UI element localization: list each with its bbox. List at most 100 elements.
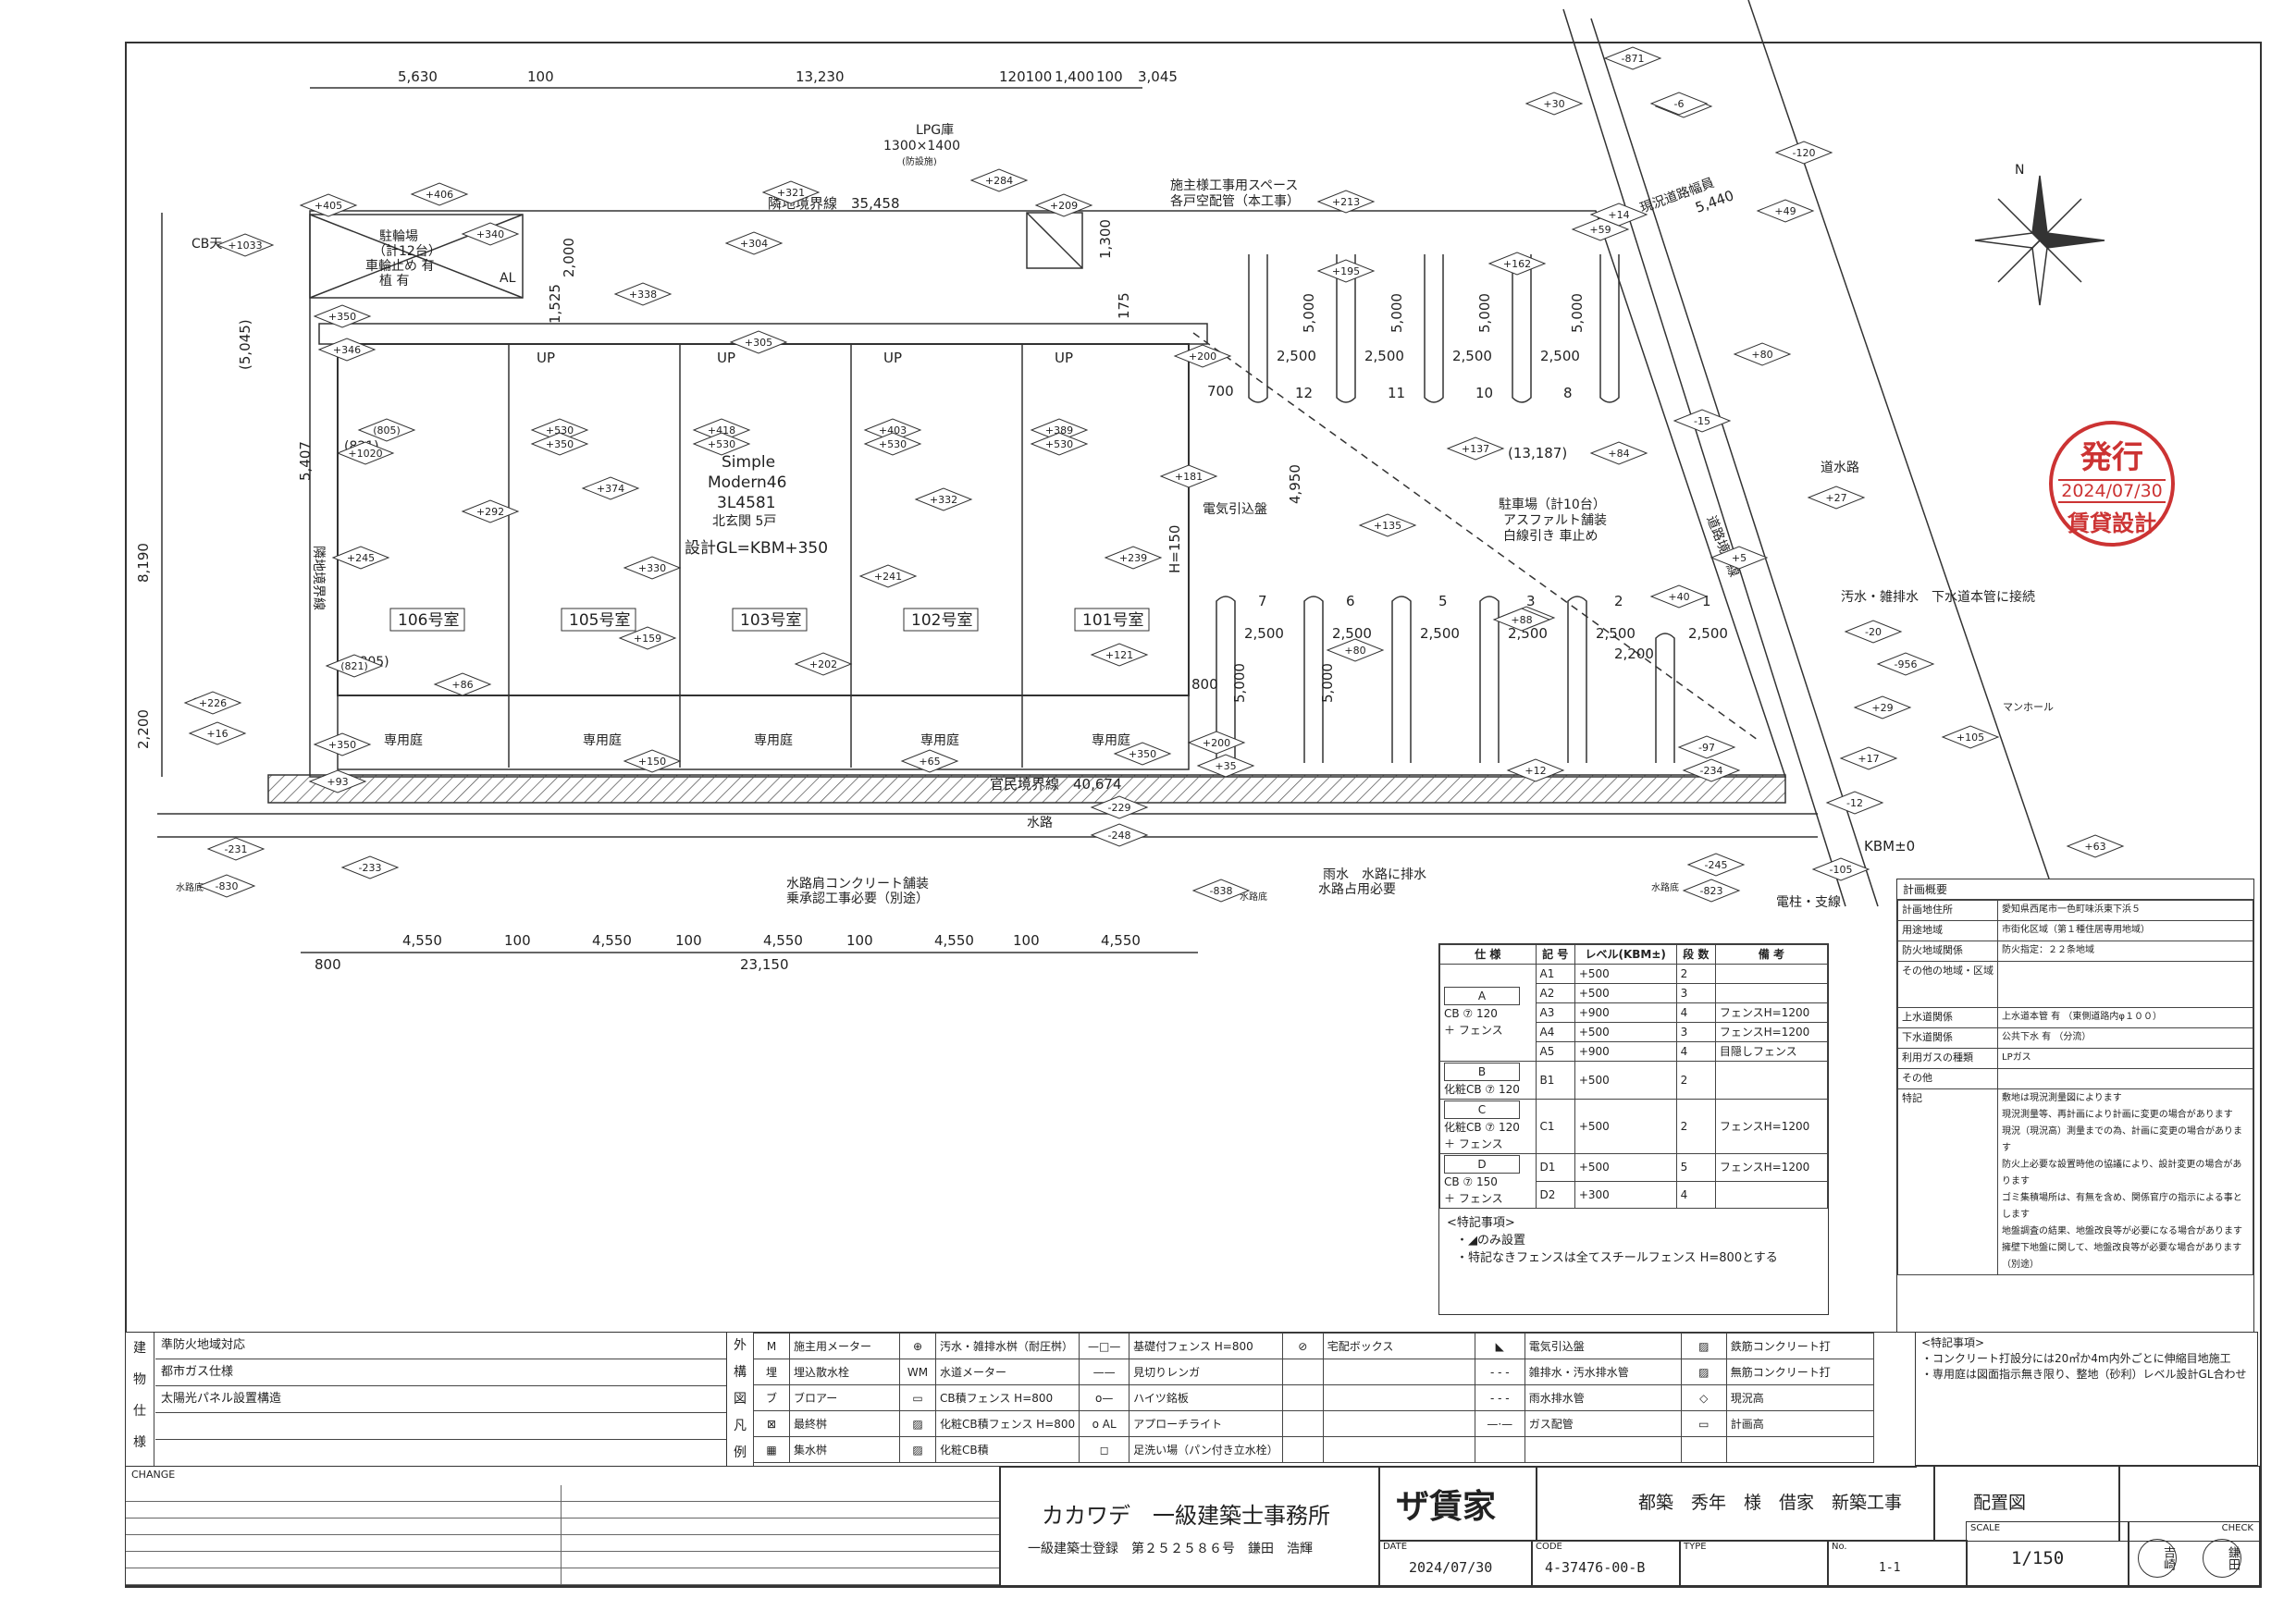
elevation-tag [1113,742,1172,766]
legend-label: 足洗い場（パン付き立水栓） [1129,1436,1283,1463]
elevation-value: +374 [597,483,624,495]
elevation-tag [2066,834,2125,858]
building-spec: 建物仕様 準防火地域対応都市ガス仕様太陽光パネル設置構造 [125,1332,728,1468]
plan-value: 上水道本管 有 （東側道路内φ１００） [1997,1007,2253,1028]
elevation-value: -120 [1793,147,1816,159]
left-dimension: 2,200 [135,709,152,749]
legend-label: 無筋コンクリート打 [1725,1359,1874,1385]
legend-label: 雨水排水管 [1524,1384,1682,1411]
legend-symbol: —·— [1474,1410,1525,1437]
room-number: 105号室 [569,611,630,630]
design-gl-label: 設計GL=KBM+350 [685,539,828,558]
legend-side-char: 構 [734,1365,747,1380]
elevation-value: +241 [874,571,902,583]
parking-marking-label: 白線引き 車止め [1503,528,1598,544]
garden-strip [337,695,1190,770]
lpg-note: (防設施) [902,155,937,167]
change-divider [561,1485,562,1585]
date-block: DATE 2024/07/30 [1378,1540,1533,1586]
parking-length: 5,000 [1319,663,1336,703]
elevation-value: +150 [638,756,666,768]
legend-label [1322,1410,1475,1437]
elevation-value: +530 [546,424,574,436]
legend-label: 現況高 [1725,1384,1874,1411]
spec-header: レベル(KBM±) [1574,944,1677,965]
legend-label: 化粧CB積フェンス H=800 [934,1410,1080,1437]
bottom-dimension: 4,550 [934,932,974,949]
elevation-value: +200 [1203,737,1230,749]
top-dimension: 13,230 [796,68,845,85]
legend-symbol [1474,1436,1525,1463]
elevation-tag [1159,464,1218,488]
water-bottom-label: 水路底 [1240,891,1267,903]
elevation-value: -231 [225,843,248,855]
parking-length: 5,000 [1389,293,1405,333]
plan-key: 特記 [1897,1088,1998,1275]
water-road-label: 道水路 [1821,461,1859,475]
elevation-value: +84 [1608,448,1629,460]
legend-symbol [1281,1436,1324,1463]
spec-cell: フェンスH=1200 [1714,1099,1829,1154]
legend-label [1524,1436,1682,1463]
spec-cell: +900 [1574,1002,1677,1023]
elevation-value: +340 [476,228,504,240]
elevation-tag [1807,486,1866,510]
spec-cell: D2 [1535,1180,1575,1209]
misc-dimension: 1,300 [1097,219,1114,259]
left-dimension: 5,407 [297,441,314,481]
elevation-tag [1603,46,1662,70]
building-spec-row [155,1413,727,1440]
legend-symbol: - - - [1474,1359,1525,1385]
up-label: UP [1055,350,1073,366]
legend-side-char: 外 [734,1338,747,1353]
sewer-connection-label: 汚水・雑排水 下水道本管に接続 [1841,589,2035,605]
elevation-value: +30 [1543,98,1564,110]
elevation-tag [336,441,395,465]
blank-block [2118,1466,2260,1542]
plan-value: 公共下水 有 （分流） [1997,1027,2253,1049]
elevation-value: -823 [1700,885,1723,897]
legend-symbol [1680,1436,1727,1463]
legend-symbol [1281,1384,1324,1411]
garden-label: 専用庭 [1092,732,1130,748]
elevation-tag [317,338,376,362]
spec-cell: A4 [1535,1022,1575,1042]
elevation-value: -234 [1700,765,1723,777]
elevation-tag [1941,725,2000,749]
pole-label: 電柱・支線 [1776,895,1841,910]
spec-cell: +500 [1574,1099,1677,1154]
spec-group-desc: 化粧CB ⑦ 120 [1444,1121,1520,1134]
plan-value: 敷地は現況測量図によります 現況測量等、再計画により計画に変更の場合があります … [1997,1088,2253,1275]
room-number: 106号室 [398,611,459,630]
elevation-tag [692,432,751,456]
legend-symbol: WM [899,1359,936,1385]
water-bottom-label: 水路底 [176,881,204,893]
elevation-tag [1649,584,1709,609]
date-label: DATE [1383,1542,1408,1552]
elevation-tag [1358,513,1417,537]
room-label-box [1074,608,1150,632]
check-block: CHECK 吉崎 鎌田 [2128,1521,2260,1586]
lpg-label: LPG庫 [916,122,954,138]
plan-value: LPガス [1997,1048,2253,1069]
building-spec-side-char: 仕 [133,1404,146,1419]
elevation-tag [1853,695,1912,719]
parking-dimension: 2,500 [1332,625,1372,642]
spec-group-key: D [1444,1155,1520,1174]
legend-label [1725,1436,1874,1463]
top-dimension: 100 [1096,68,1123,85]
model-name: Modern46 [708,473,786,492]
special-notes-title: <特記事項> [1921,1336,1985,1349]
change-block: CHANGE [125,1466,1001,1586]
elevation-tag [1326,638,1385,662]
spec-cell: 5 [1675,1153,1716,1182]
stamp-date: 2024/07/30 [2058,479,2166,503]
plan-key: 上水道関係 [1897,1007,1998,1028]
elevation-tag [729,330,788,354]
legend-symbol: ▨ [899,1436,936,1463]
room-number: 101号室 [1082,611,1143,630]
drawing-title-block: 配置図 [1933,1466,2120,1542]
